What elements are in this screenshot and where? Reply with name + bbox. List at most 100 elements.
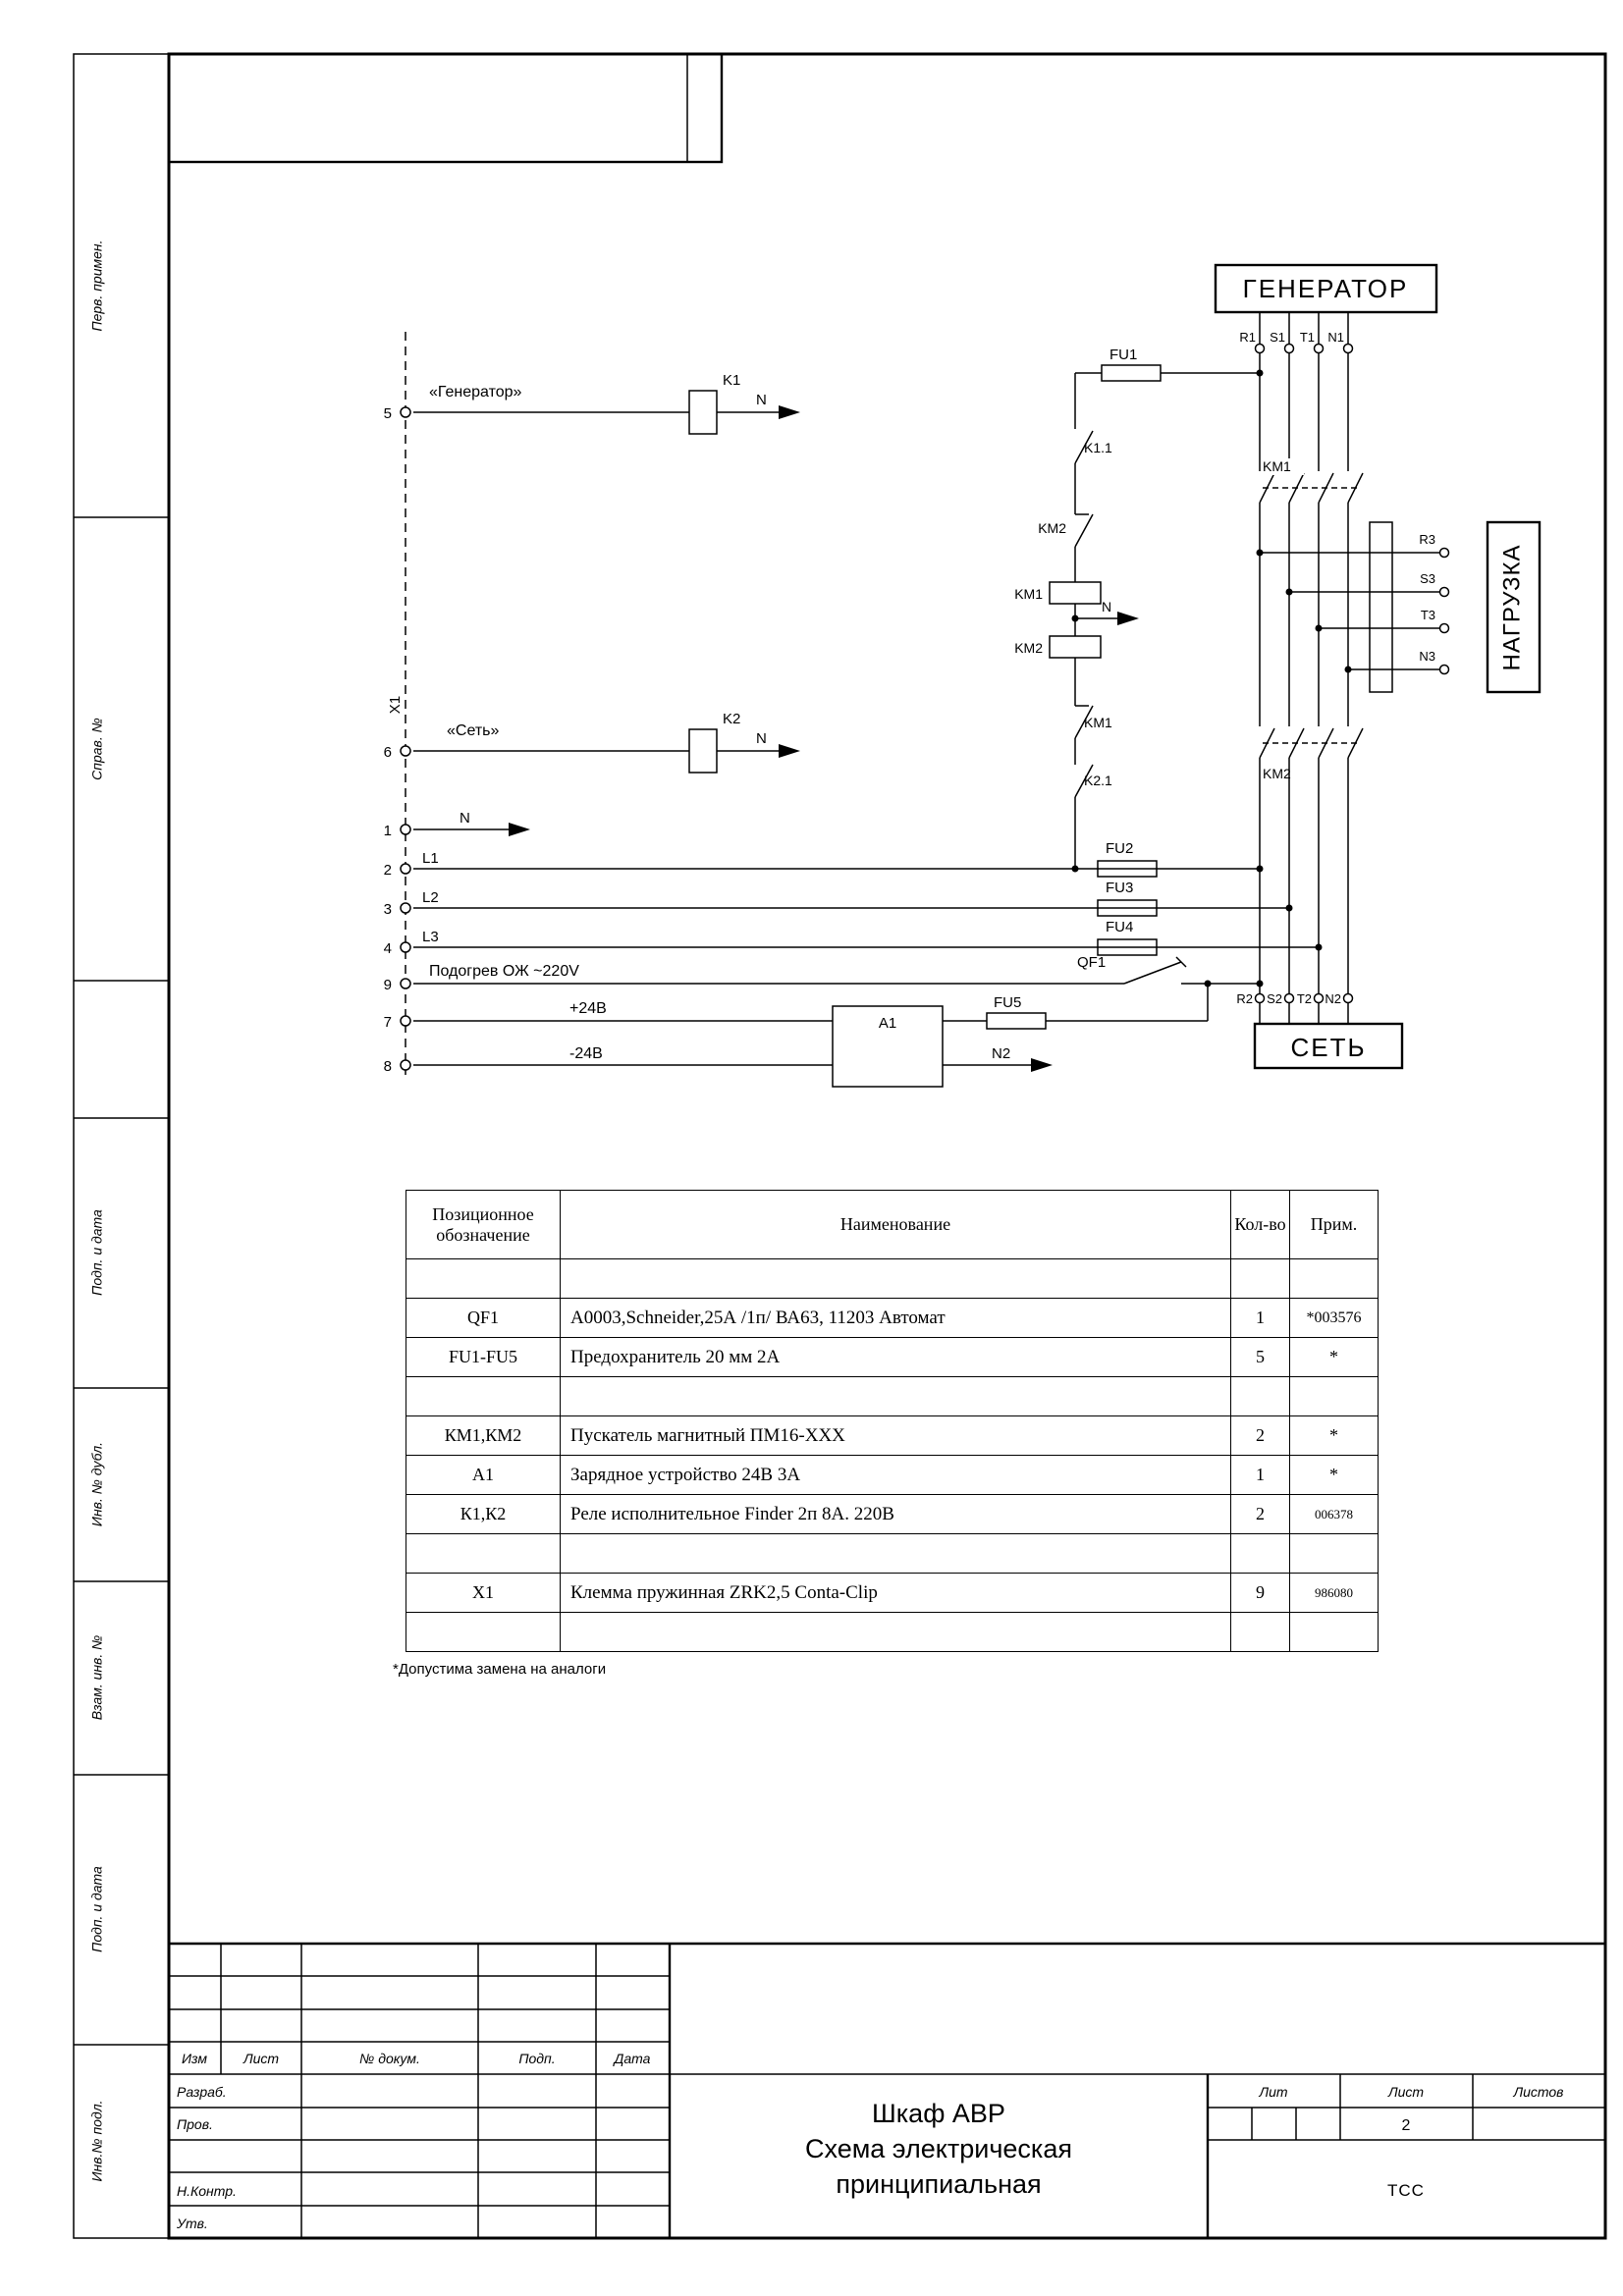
k1-generator-sense-circuit: «Генератор» K1 N	[413, 372, 800, 435]
load-section: R3 S3 T3 N3 НАГРУЗКА	[1260, 520, 1542, 694]
table-row: FU1-FU5 Предохранитель 20 мм 2А 5 *	[406, 1337, 1379, 1377]
wire-label-heater: Подогрев ОЖ ~220V	[429, 963, 579, 980]
terminal-1	[400, 824, 411, 835]
terminal-number: 8	[384, 1058, 392, 1075]
relay-k2-label: K2	[723, 711, 740, 727]
neutral-label: N	[756, 730, 767, 747]
table-row	[406, 1258, 1379, 1299]
doc-title-line2: Схема электрическая	[805, 2134, 1072, 2163]
fuse-fu2-label: FU2	[1106, 840, 1133, 857]
qty-cell: 2	[1230, 1494, 1290, 1534]
mains-phase-label: R2	[1236, 991, 1253, 1006]
contactor-km1-label: KM1	[1263, 458, 1291, 474]
qty-cell: 9	[1230, 1573, 1290, 1613]
neutral-label: N	[1102, 599, 1111, 614]
line-label-l3: L3	[422, 929, 439, 945]
fuse-fu3-label: FU3	[1106, 880, 1133, 896]
contactor-km1-coil-label: KM1	[1014, 586, 1043, 602]
terminal-8	[400, 1059, 411, 1071]
terminal-9	[400, 978, 411, 989]
name-cell	[560, 1258, 1231, 1299]
pos-cell: QF1	[406, 1298, 561, 1338]
breaker-qf1-label: QF1	[1077, 954, 1106, 971]
title-block: Изм Лист № докум. Подп. Дата Разраб. Про…	[169, 1942, 1605, 2238]
qty-cell: 2	[1230, 1415, 1290, 1456]
neutral-label: N	[756, 392, 767, 408]
name-cell: Зарядное устройство 24В 3А	[560, 1455, 1231, 1495]
fuse-fu3-symbol	[1097, 899, 1158, 917]
relay-k2-coil-symbol	[688, 728, 718, 774]
load-phase-label: S3	[1420, 571, 1435, 586]
note-cell: 986080	[1289, 1573, 1379, 1613]
qty-cell	[1230, 1612, 1290, 1652]
charger-circuit: +24В -24В A1 FU5 N2	[413, 984, 1209, 1088]
pos-cell	[406, 1533, 561, 1574]
mains-phase-label: N2	[1325, 991, 1341, 1006]
pos-cell: К1,К2	[406, 1494, 561, 1534]
name-cell: А0003,Schneider,25А /1п/ ВА63, 11203 Авт…	[560, 1298, 1231, 1338]
col-header-qty: Кол-во	[1230, 1190, 1290, 1259]
name-cell: Клемма пружинная ZRK2,5 Conta-Clip	[560, 1573, 1231, 1613]
neutral-arrow-icon	[509, 823, 530, 836]
name-cell: Реле исполнительное Finder 2п 8А. 220В	[560, 1494, 1231, 1534]
table-row: QF1 А0003,Schneider,25А /1п/ ВА63, 11203…	[406, 1298, 1379, 1338]
top-left-stamp-box	[167, 52, 724, 164]
neutral2-label: N2	[992, 1045, 1010, 1062]
table-row: К1,К2 Реле исполнительное Finder 2п 8А. …	[406, 1494, 1379, 1534]
wire-label-minus24: -24В	[569, 1045, 603, 1062]
side-label-perv-primen: Перв. примен.	[89, 240, 105, 331]
terminal-strip-label: X1	[387, 696, 404, 714]
col-header-note: Прим.	[1289, 1190, 1379, 1259]
col-data: Дата	[613, 2051, 651, 2066]
gen-phase-label: N1	[1327, 330, 1344, 345]
note-cell	[1289, 1258, 1379, 1299]
load-phase-label: R3	[1419, 532, 1435, 547]
col-sheet: Лист	[1387, 2084, 1424, 2100]
generator-title: ГЕНЕРАТОР	[1243, 274, 1409, 303]
note-cell: 006378	[1289, 1494, 1379, 1534]
neutral-terminal-wire: N	[413, 810, 530, 836]
gen-phase-label: T1	[1300, 330, 1315, 345]
drawing-frame	[73, 52, 1607, 2240]
generator-title-box	[1214, 263, 1438, 314]
col-list: Лист	[243, 2051, 279, 2066]
mains-title: СЕТЬ	[1290, 1033, 1366, 1062]
contact-k11-blade	[1074, 430, 1094, 464]
x1-terminal-strip: X1 5 6 1 2 3 4 9 7 8	[384, 332, 411, 1075]
col-sheets-total: Листов	[1513, 2084, 1564, 2100]
name-cell	[560, 1612, 1231, 1652]
terminal-5	[400, 406, 411, 418]
table-row: Х1 Клемма пружинная ZRK2,5 Conta-Clip 9 …	[406, 1573, 1379, 1613]
contact-km2-aux-blade	[1074, 513, 1094, 548]
row-razrab: Разраб.	[177, 2084, 227, 2100]
side-label-vzam-inv: Взам. инв. №	[89, 1635, 105, 1721]
contactor-km2-coil-label: KM2	[1014, 640, 1043, 656]
fuse-fu4-symbol	[1097, 938, 1158, 956]
mains-section: KM2 R2 S2 T2 N2 СЕТЬ	[1236, 553, 1404, 1070]
line-label-l2: L2	[422, 889, 439, 906]
mains-title-box	[1253, 1022, 1404, 1070]
pos-cell	[406, 1258, 561, 1299]
note-cell: *	[1289, 1415, 1379, 1456]
terminal-7	[400, 1015, 411, 1027]
line-label-l1: L1	[422, 850, 439, 867]
qty-cell: 5	[1230, 1337, 1290, 1377]
doc-title-line1: Шкаф АВР	[872, 2099, 1005, 2128]
breaker-qf1-blade	[1123, 961, 1182, 985]
load-title: НАГРУЗКА	[1498, 544, 1525, 670]
heater-circuit: Подогрев ОЖ ~220V QF1	[413, 954, 1260, 985]
terminal-4	[400, 941, 411, 953]
col-dokum: № докум.	[359, 2051, 420, 2066]
pos-cell: А1	[406, 1455, 561, 1495]
mains-phase-label: T2	[1297, 991, 1312, 1006]
contactor-km2-label: KM2	[1263, 766, 1291, 781]
note-cell	[1289, 1612, 1379, 1652]
parts-list: Позиционное обозначение Наименование Кол…	[406, 1190, 1379, 1652]
junction-dots	[1071, 369, 1352, 988]
load-phase-label: N3	[1419, 649, 1435, 664]
row-prov: Пров.	[177, 2116, 213, 2132]
load-connector	[1369, 521, 1393, 693]
table-row: А1 Зарядное устройство 24В 3А 1 *	[406, 1455, 1379, 1495]
col-header-pos: Позиционное обозначение	[406, 1190, 561, 1259]
